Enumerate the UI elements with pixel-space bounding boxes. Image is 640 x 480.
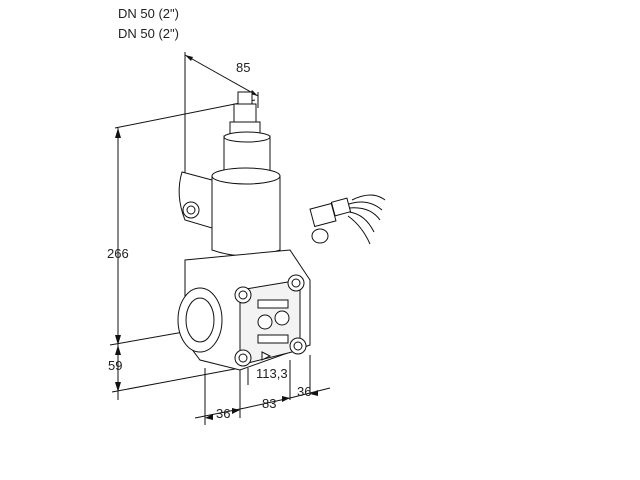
- dim-36-left: 36: [216, 406, 230, 421]
- dim-113-3: 113,3: [256, 366, 288, 381]
- dim-83: 83: [262, 396, 276, 411]
- arrow-heads: [115, 55, 318, 420]
- title-line-1: DN 50 (2"): [118, 6, 179, 21]
- valve-body: [177, 249, 311, 371]
- title-line-2: DN 50 (2"): [118, 26, 179, 41]
- dim-36-right: 36: [297, 384, 311, 399]
- dim-266: 266: [107, 246, 129, 261]
- actuator: [178, 91, 281, 257]
- dim-59: 59: [108, 358, 122, 373]
- dim-85: 85: [236, 60, 250, 75]
- electrical-connector: [309, 194, 386, 245]
